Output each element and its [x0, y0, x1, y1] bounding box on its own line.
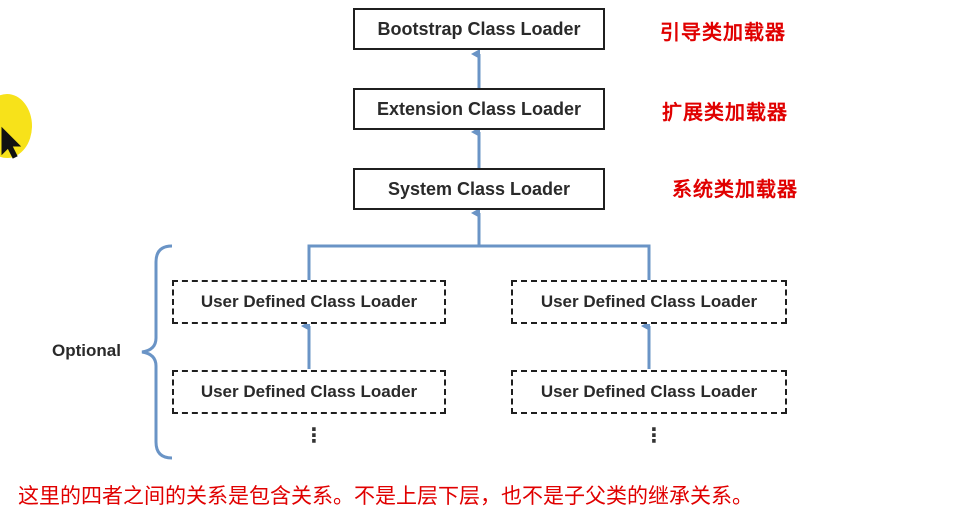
extension-chinese-label: 扩展类加载器: [662, 100, 788, 124]
ellipsis-right: ⋮: [644, 423, 664, 447]
user-defined-loader-label: User Defined Class Loader: [200, 382, 418, 401]
caption-text: 这里的四者之间的关系是包含关系。不是上层下层，也不是子父类的继承关系。: [18, 484, 753, 508]
user-defined-loader-label: User Defined Class Loader: [540, 292, 758, 311]
optional-label: Optional: [52, 341, 121, 360]
user-defined-loader-box-bottom-right: User Defined Class Loader: [511, 370, 787, 414]
mouse-cursor-icon: [1, 126, 22, 159]
ellipsis-left: ⋮: [304, 423, 324, 447]
user-defined-loader-box-top-left: User Defined Class Loader: [172, 280, 446, 324]
user-defined-loader-label: User Defined Class Loader: [540, 382, 758, 401]
system-chinese-label: 系统类加载器: [672, 177, 798, 201]
extension-class-loader-label: Extension Class Loader: [376, 98, 582, 119]
bootstrap-chinese-label: 引导类加载器: [660, 20, 786, 44]
user-defined-loader-box-top-right: User Defined Class Loader: [511, 280, 787, 324]
system-class-loader-box: System Class Loader: [353, 168, 605, 210]
bootstrap-class-loader-box: Bootstrap Class Loader: [353, 8, 605, 50]
optional-bracket: [141, 244, 173, 460]
branch-user-loaders-to-system: [307, 244, 651, 280]
user-defined-loader-box-bottom-left: User Defined Class Loader: [172, 370, 446, 414]
bootstrap-class-loader-label: Bootstrap Class Loader: [377, 18, 581, 39]
user-defined-loader-label: User Defined Class Loader: [200, 292, 418, 311]
system-class-loader-label: System Class Loader: [387, 178, 571, 199]
extension-class-loader-box: Extension Class Loader: [353, 88, 605, 130]
